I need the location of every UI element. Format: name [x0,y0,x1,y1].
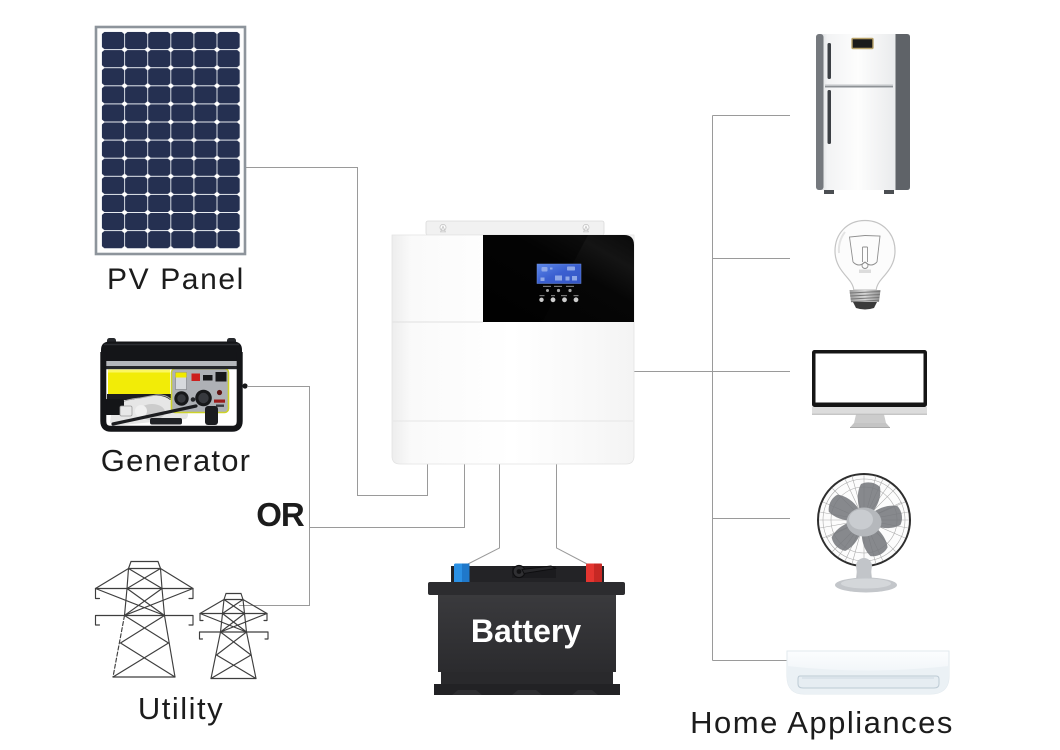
svg-text:OR: OR [256,496,305,533]
svg-text:PV Panel: PV Panel [107,263,245,296]
svg-text:Generator: Generator [101,443,251,478]
svg-text:Battery: Battery [471,613,581,649]
svg-text:Home Appliances: Home Appliances [690,705,954,740]
svg-text:Utility: Utility [138,691,224,726]
